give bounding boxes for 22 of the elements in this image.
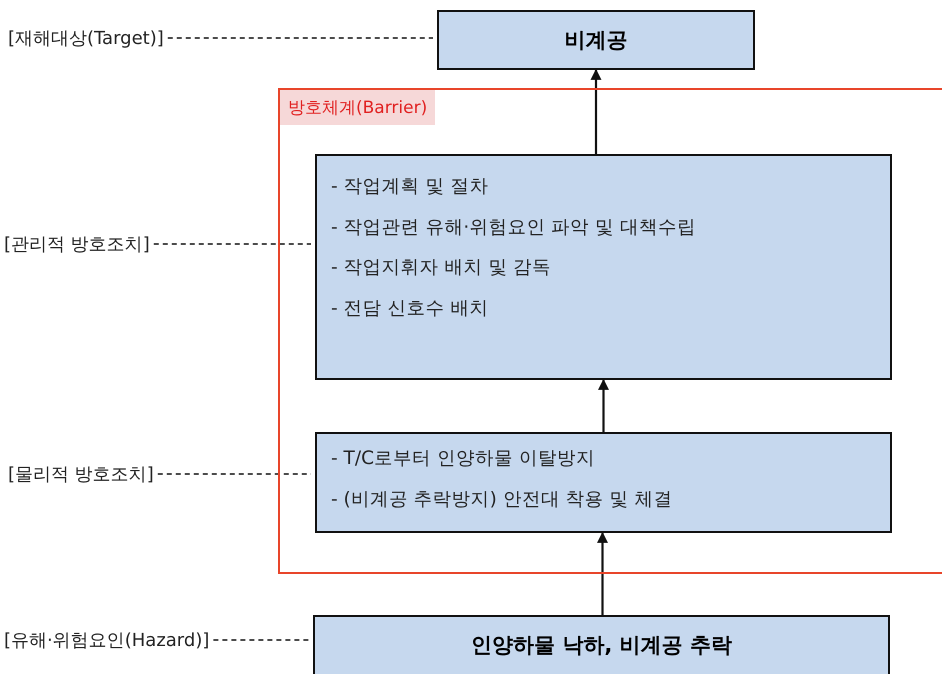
arrow — [597, 532, 608, 615]
leader-line — [168, 37, 433, 39]
leader-line — [213, 639, 309, 641]
list-item: - 전담 신호수 배치 — [331, 300, 490, 318]
measure-box — [315, 154, 892, 380]
list-item: - 작업지휘자 배치 및 감독 — [331, 259, 552, 278]
row-label: [관리적 방호조치] — [4, 232, 150, 256]
barrier-frame — [278, 88, 942, 574]
arrow — [590, 68, 602, 154]
leader-line — [154, 243, 311, 245]
row-label: [물리적 방호조치] — [8, 462, 154, 486]
frame-label: 방호체계(Barrier) — [280, 90, 436, 125]
target-box: 비계공 — [437, 10, 755, 70]
list-item: - 작업계획 및 절차 — [331, 178, 490, 196]
hazard-box: 인양하물 낙하, 비계공 추락 — [313, 615, 890, 674]
list-item: - (비계공 추락방지) 안전대 착용 및 체결 — [331, 490, 674, 509]
row-label: [유해·위험요인(Hazard)] — [4, 628, 210, 652]
list-item: - T/C로부터 인양하물 이탈방지 — [331, 450, 596, 468]
arrow — [598, 378, 609, 432]
measure-box — [315, 432, 892, 533]
row-label: [재해대상(Target)] — [8, 26, 164, 50]
list-item: - 작업관련 유해·위험요인 파악 및 대책수립 — [331, 218, 697, 237]
